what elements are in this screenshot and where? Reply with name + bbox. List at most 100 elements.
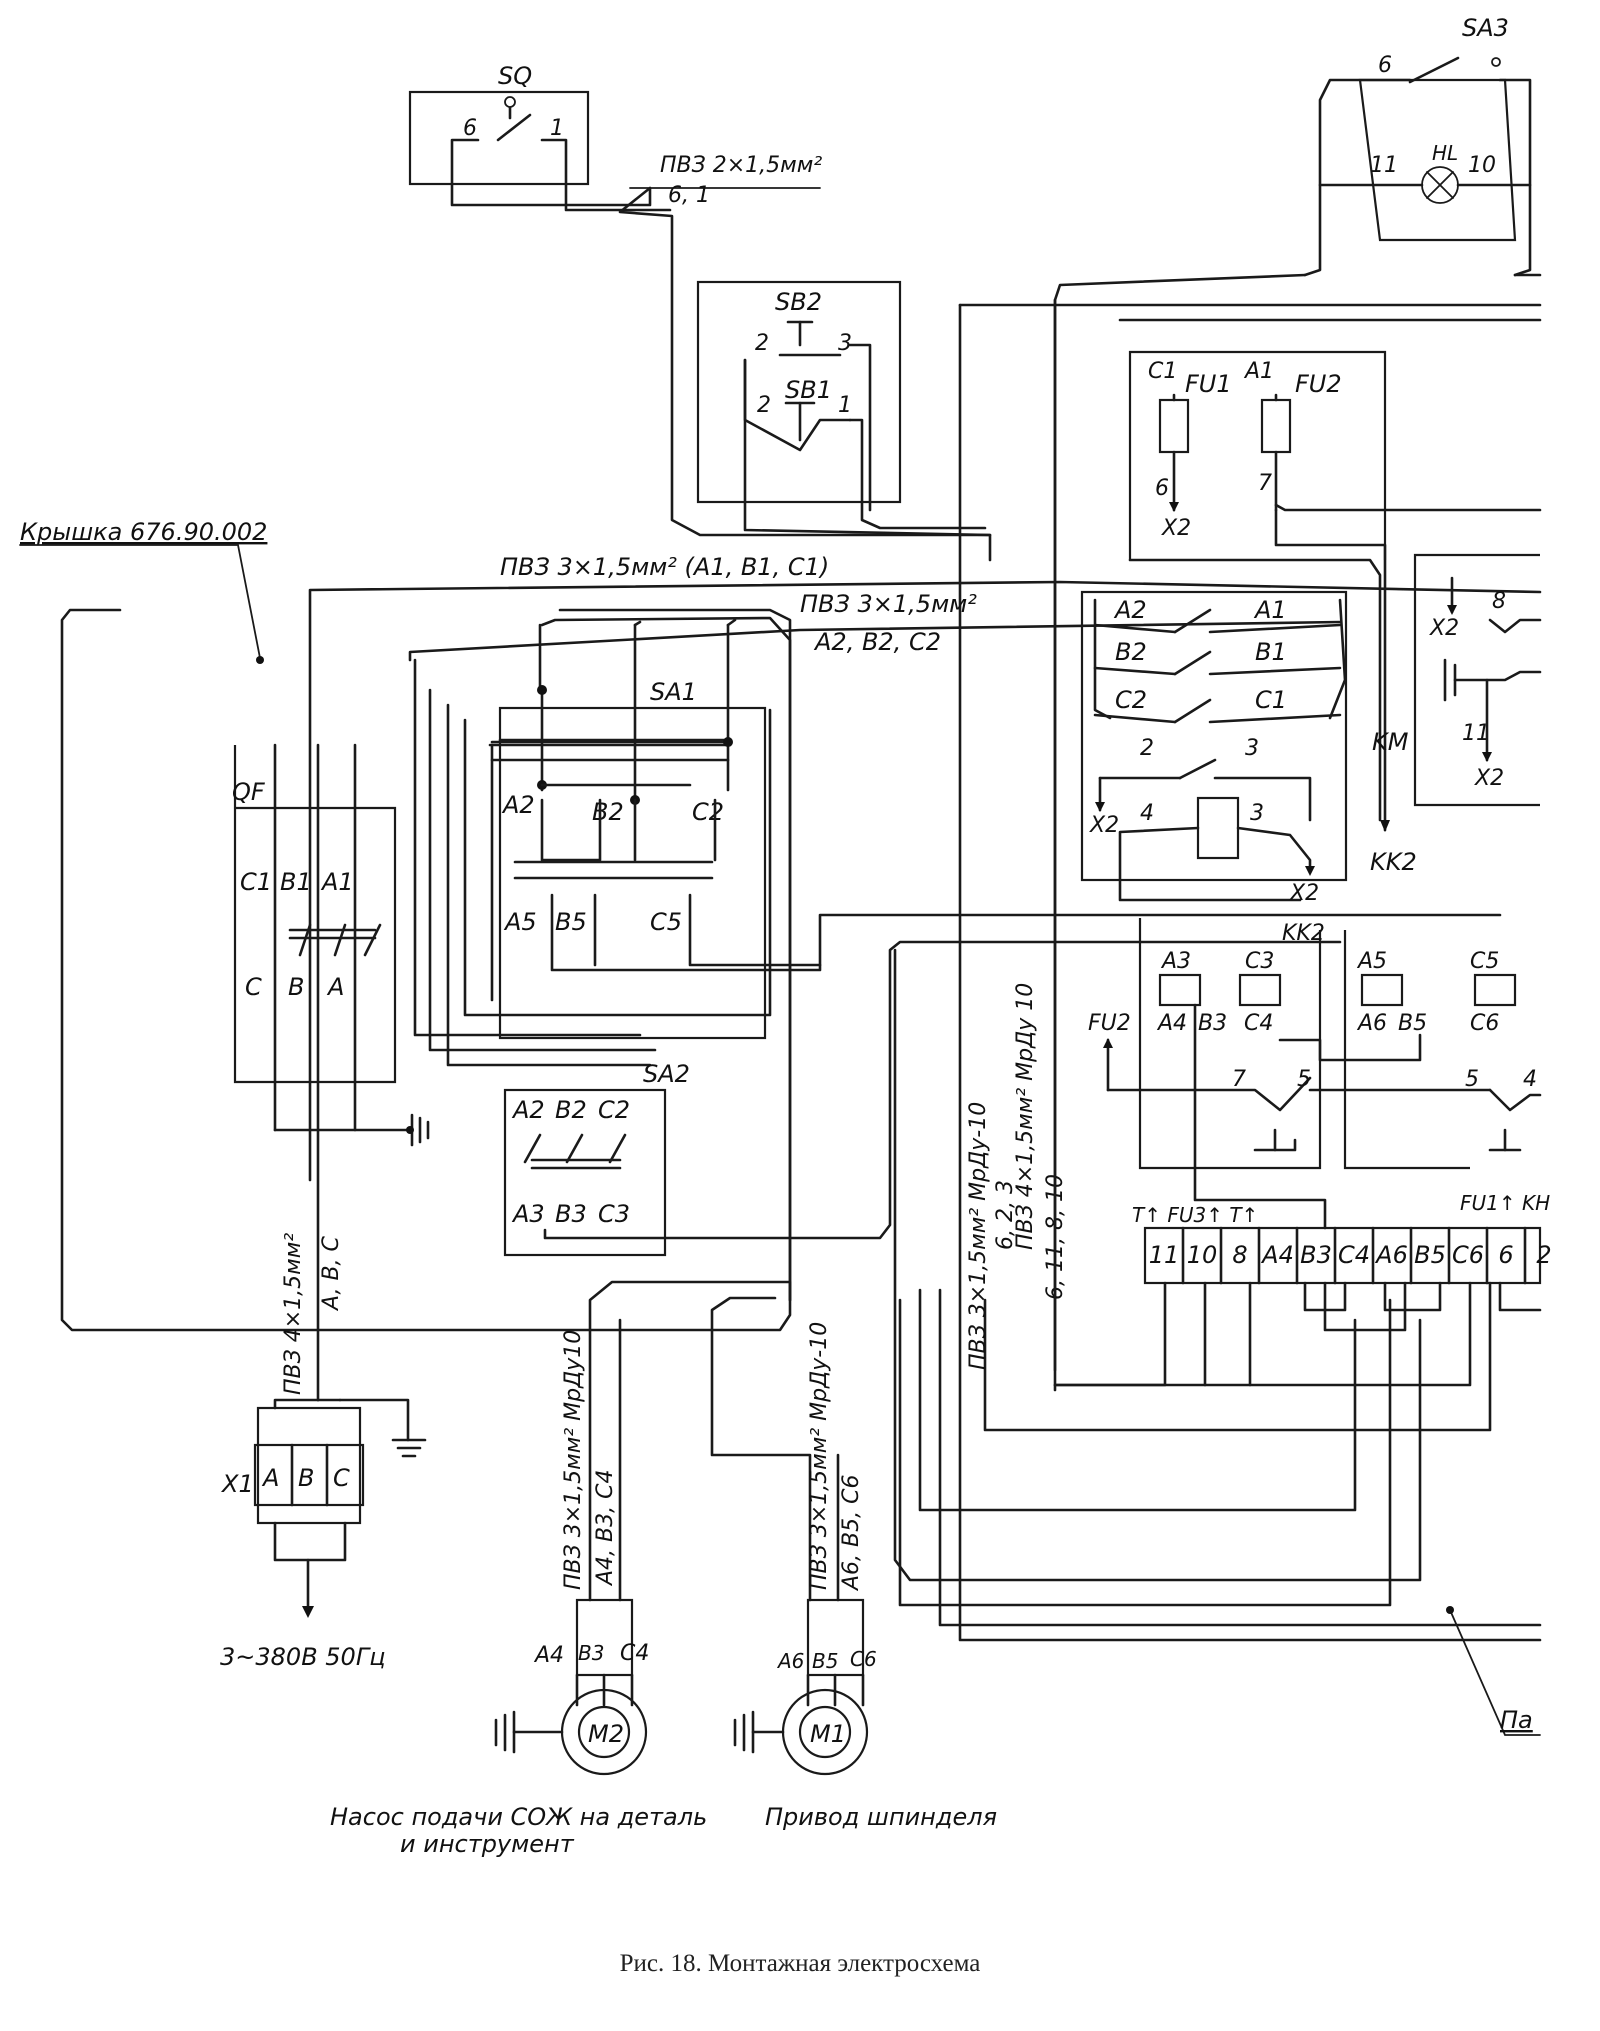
sa2-a3: A3 xyxy=(511,1200,545,1228)
sa1-b2: B2 xyxy=(592,798,624,826)
m1-cable-label: ПВЗ 3×1,5мм² МрДу-10 xyxy=(807,1322,832,1590)
fu2-label: FU2 xyxy=(1295,370,1342,398)
qf-a: A xyxy=(326,973,344,1001)
sa1-feed-c xyxy=(726,618,737,627)
figure-caption: Рис. 18. Монтажная электросхема xyxy=(619,1950,981,1977)
qf-a1: A1 xyxy=(320,868,354,896)
x1-ground-symbol xyxy=(391,1438,427,1458)
m2-cable-left xyxy=(588,1280,792,1602)
ov-terminal-7: 7 xyxy=(1232,1067,1246,1092)
cover-leader xyxy=(19,544,261,659)
m2-b3: B3 xyxy=(578,1641,604,1665)
x1-a: A xyxy=(261,1464,279,1492)
terminal-a6: A6 xyxy=(1374,1241,1408,1269)
qf-breaker: QF C1 B1 A1 C B A xyxy=(232,743,397,1132)
sb-pushbutton-box: SB2 2 3 SB1 2 1 xyxy=(696,280,987,530)
sa1-c2: C2 xyxy=(692,798,724,826)
x1-label: X1 xyxy=(220,1470,254,1498)
sa1-label: SA1 xyxy=(650,678,697,706)
ov-terminal-5: 5 xyxy=(1297,1067,1311,1092)
power-cable-wires: A, B, C xyxy=(319,1235,344,1312)
cable-abc2-wires: A2, B2, C2 xyxy=(813,628,941,656)
term-wire-11 xyxy=(1053,1281,1167,1387)
ov-a3: A3 xyxy=(1160,949,1191,974)
cable-abc1-label: ПВЗ 3×1,5мм² (A1, B1, C1) xyxy=(500,553,829,581)
right-terminal-8: 8 xyxy=(1492,589,1506,614)
overload-relays: KK2 A3 C3 A5 C5 A4 B3 C4 A6 B5 C6 FU2 7 … xyxy=(1088,918,1542,1230)
sa1-a2: A2 xyxy=(501,791,535,819)
terminal-block-header-left: T↑ FU3↑ T↑ xyxy=(1132,1203,1258,1227)
supply-label: 3~380В 50Гц xyxy=(220,1643,386,1671)
km-terminal-3: 3 xyxy=(1245,736,1259,761)
fu2-wire xyxy=(1274,508,1387,832)
qf-label: QF xyxy=(232,778,266,806)
terminal-2: 2 xyxy=(1536,1241,1551,1269)
qf-ground-symbol xyxy=(406,1113,430,1147)
sq-cable-label: ПВЗ 2×1,5мм² xyxy=(660,153,822,178)
sa1-a5: A5 xyxy=(503,908,537,936)
cable-v1-label: ПВЗ 3×1,5мм² МрДу-10 xyxy=(966,1102,991,1370)
sq-terminal-6: 6 xyxy=(463,116,477,141)
terminal-b3: B3 xyxy=(1300,1241,1332,1269)
sq-terminal-1: 1 xyxy=(550,116,564,141)
kk2-arrow xyxy=(1380,820,1390,832)
qf-b1: B1 xyxy=(280,868,312,896)
sa2-c2: C2 xyxy=(598,1096,630,1124)
x1-c: C xyxy=(333,1464,350,1492)
km-b1: B1 xyxy=(1255,638,1287,666)
m2-ground-symbol xyxy=(494,1710,564,1754)
ov-c5: C5 xyxy=(1470,949,1499,974)
sb-wire xyxy=(743,358,992,537)
sa2-a2: A2 xyxy=(511,1096,545,1124)
sa-loop-3 xyxy=(446,703,652,1067)
km-terminal-2: 2 xyxy=(1140,736,1154,761)
term-jumper-b3 xyxy=(1323,1281,1407,1332)
km-b2: B2 xyxy=(1115,638,1147,666)
cable-abc2-label: ПВЗ 3×1,5мм² xyxy=(800,590,977,618)
right-terminal-11: 11 xyxy=(1462,721,1490,746)
sa2-c3: C3 xyxy=(598,1200,630,1228)
m2-cable-label: ПВЗ 3×1,5мм² МрДу10 xyxy=(561,1330,586,1590)
km-label: KM xyxy=(1372,728,1409,756)
m1-motor-inner xyxy=(798,1705,852,1759)
hl-label: HL xyxy=(1432,141,1458,165)
terminal-c6: C6 xyxy=(1452,1241,1484,1269)
terminal-c4: C4 xyxy=(1338,1241,1370,1269)
x1-out-wire xyxy=(273,1521,347,1562)
sa2-switch: SA2 A2 B2 C2 A3 B3 C3 xyxy=(503,940,1342,1257)
sa2-b2: B2 xyxy=(555,1096,587,1124)
hl-terminal-10: 10 xyxy=(1468,153,1496,178)
cable-abc2 xyxy=(408,620,1342,662)
m1-a6: A6 xyxy=(776,1649,804,1673)
km-c1: C1 xyxy=(1255,686,1287,714)
panel-label: Па xyxy=(1500,1706,1533,1734)
terminal-10: 10 xyxy=(1187,1241,1218,1269)
terminal-11: 11 xyxy=(1149,1241,1180,1269)
bus-loop-left xyxy=(958,303,1542,1642)
cover-leader-dot xyxy=(256,656,264,664)
supply-arrow xyxy=(302,1606,314,1618)
fu-c1: C1 xyxy=(1148,359,1177,384)
km-a1: A1 xyxy=(1253,596,1287,624)
fu-terminal-7: 7 xyxy=(1258,471,1272,496)
fu-a1: A1 xyxy=(1243,359,1274,384)
sq-cable-wires: 6, 1 xyxy=(668,183,710,208)
sa3-hl-unit: SA3 6 HL 11 10 xyxy=(1303,14,1532,277)
sa3-label: SA3 xyxy=(1462,14,1509,42)
m2-a4: A4 xyxy=(533,1643,564,1668)
km-x2-right: X2 xyxy=(1289,881,1319,906)
terminal-block-header-right: FU1↑ KH xyxy=(1460,1191,1550,1215)
ov-c4: C4 xyxy=(1244,1011,1273,1036)
ov-c6: C6 xyxy=(1470,1011,1499,1036)
km-x2-left: X2 xyxy=(1089,813,1119,838)
cover-label: Крышка 676.90.002 xyxy=(20,518,267,546)
sb1-label: SB1 xyxy=(785,376,832,404)
sq-switch: SQ 6 1 xyxy=(408,62,672,212)
m1-caption: Привод шпинделя xyxy=(765,1803,997,1831)
m1-c6: C6 xyxy=(850,1647,877,1671)
fuse-block-wire xyxy=(1128,558,1382,822)
ov-b5: B5 xyxy=(1398,1011,1427,1036)
cable-v2-label: ПВЗ 4×1,5мм² МрДу 10 xyxy=(1013,983,1038,1250)
terminal-6: 6 xyxy=(1498,1241,1513,1269)
